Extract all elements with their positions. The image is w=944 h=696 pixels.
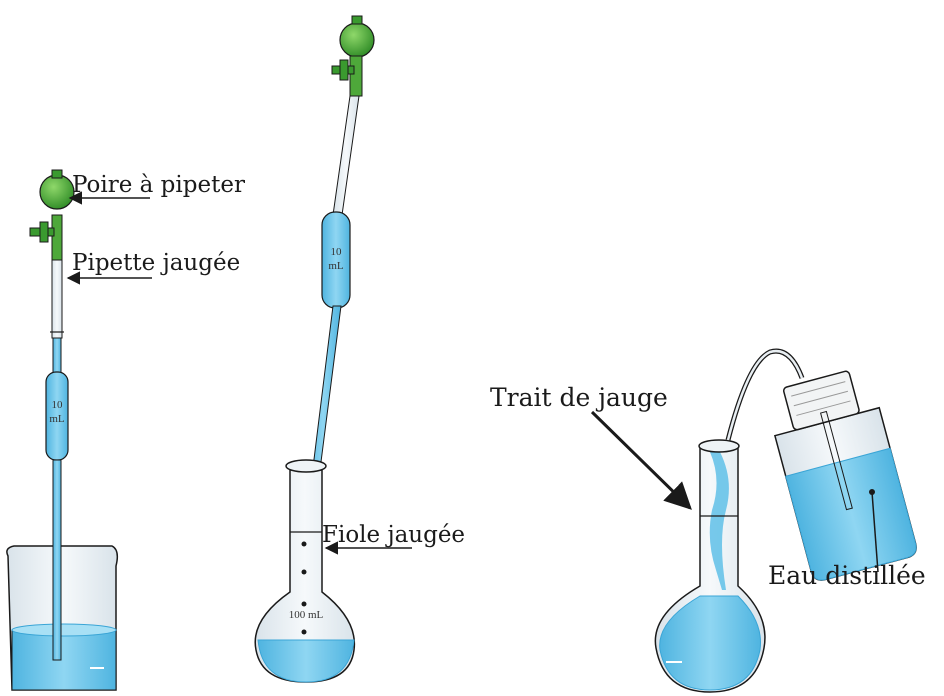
setup-wash-bottle: Trait de jauge Eau distillée xyxy=(490,351,926,692)
label-volumetric-flask: Fiole jaugée xyxy=(322,522,465,548)
label-volumetric-pipette: Pipette jaugée xyxy=(72,250,240,276)
wash-bottle xyxy=(764,365,919,582)
setup-pipette-in-beaker: 10 mL Poire à pipeter Pipette jaugée xyxy=(7,170,245,690)
pipette-2-volume-unit: mL xyxy=(328,260,344,272)
label-pipette-bulb: Poire à pipeter xyxy=(72,172,245,198)
pipette-bulb-1 xyxy=(30,170,74,260)
volumetric-flask-2 xyxy=(655,440,765,692)
pipette-1-volume-number: 10 xyxy=(52,399,64,411)
pipette-bulb-2 xyxy=(332,16,374,96)
pipette-1-volume-unit: mL xyxy=(49,413,65,425)
flask-volume: 100 mL xyxy=(289,609,324,621)
label-distilled-water: Eau distillée xyxy=(768,561,926,590)
volumetric-flask-1: 100 mL xyxy=(255,460,354,682)
beaker xyxy=(7,546,117,690)
label-gauge-mark: Trait de jauge xyxy=(490,383,668,412)
pipette-2-volume-number: 10 xyxy=(331,246,343,258)
setup-pipette-in-flask: 10 mL 100 mL Fiole jaugée xyxy=(255,16,465,682)
